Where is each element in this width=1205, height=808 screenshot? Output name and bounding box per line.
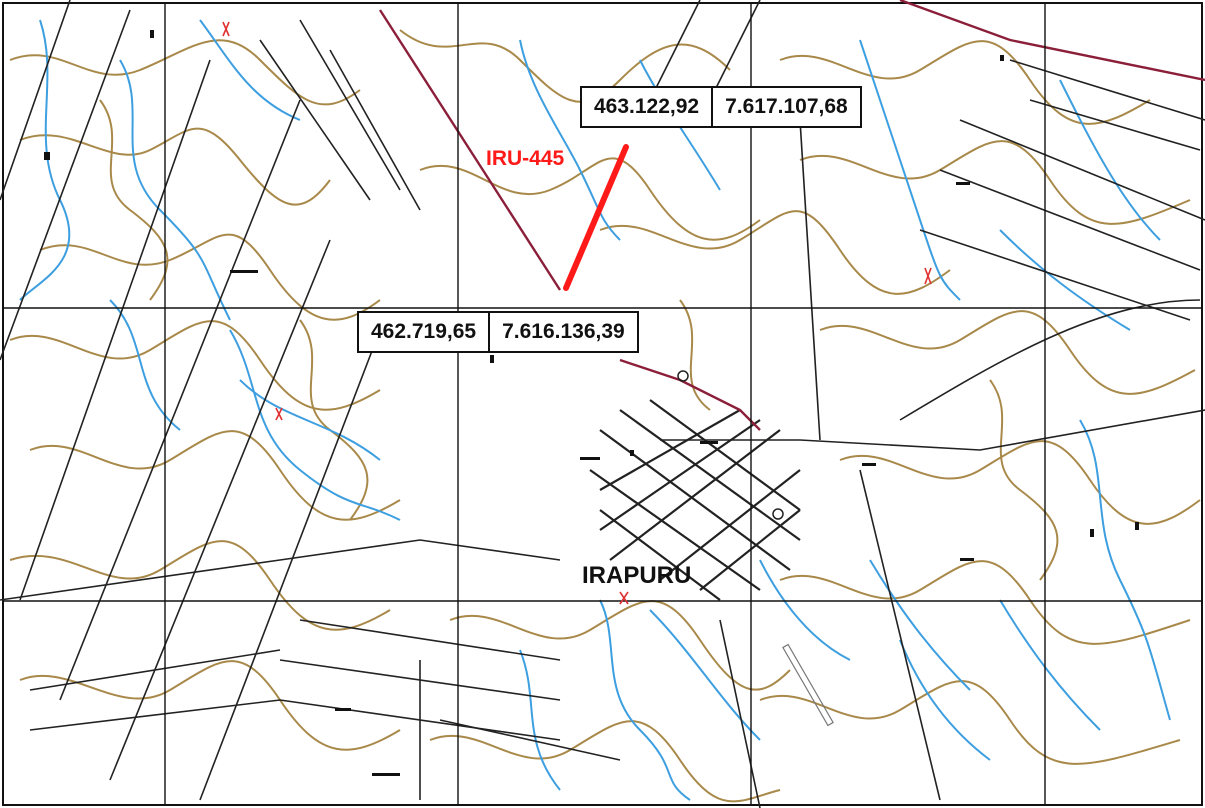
coord-top-easting: 463.122,92 xyxy=(582,88,714,126)
coord-bottom-northing: 7.616.136,39 xyxy=(502,320,625,343)
stream-lines xyxy=(19,19,1171,801)
grid-lines xyxy=(3,3,1202,805)
coord-top-northing: 7.617.107,68 xyxy=(725,95,848,118)
route-label: IRU-445 xyxy=(486,147,565,170)
building-marks xyxy=(44,30,1139,776)
coord-box-top: 463.122,92 7.617.107,68 xyxy=(580,86,862,128)
route-line xyxy=(563,144,629,291)
highway-lines xyxy=(378,0,1205,431)
contour-lines xyxy=(9,29,1201,803)
coord-box-bottom: 462.719,65 7.616.136,39 xyxy=(357,311,639,353)
coord-bottom-easting: 462.719,65 xyxy=(359,313,491,351)
dam-marks xyxy=(222,21,932,605)
town-label: IRAPURU xyxy=(582,562,692,589)
